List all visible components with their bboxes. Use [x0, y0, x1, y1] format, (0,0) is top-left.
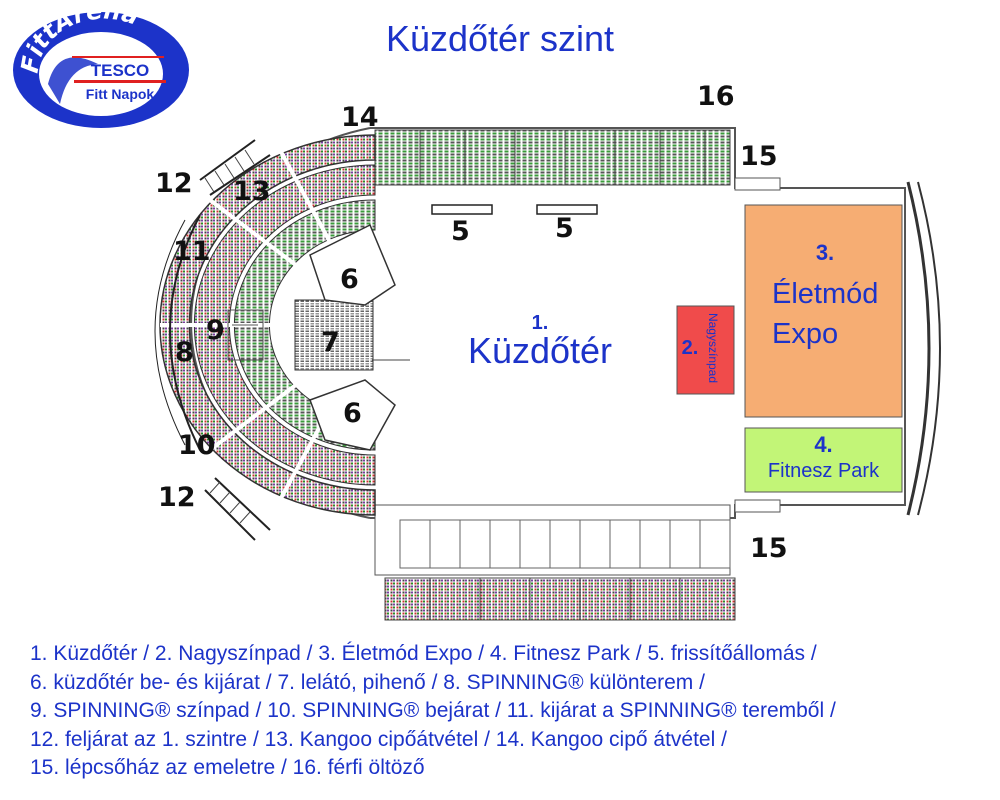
legend-line: 15. lépcsőház az emeletre / 16. férfi öl…: [30, 756, 425, 779]
marker-6-upper: 6: [340, 264, 359, 295]
fittarena-logo: FittAréna TESCO Fitt Napok: [13, 4, 189, 128]
zone-3-line2: Expo: [772, 318, 839, 350]
zone-2-name: Nagyszínpad: [706, 312, 720, 384]
legend: 1. Küzdőtér / 2. Nagyszínpad / 3. Életmó…: [30, 640, 990, 783]
marker-9: 9: [206, 315, 225, 346]
marker-10: 10: [178, 430, 216, 461]
marker-16: 16: [697, 81, 735, 112]
logo-sub: Fitt Napok: [86, 86, 155, 102]
marker-12-lower: 12: [158, 482, 196, 513]
marker-15-upper: 15: [740, 141, 778, 172]
legend-line: 6. küzdőtér be- és kijárat / 7. lelátó, …: [30, 670, 705, 694]
zone-4-number: 4.: [814, 432, 833, 457]
page-title: Küzdőtér szint: [385, 18, 615, 59]
marker-14: 14: [341, 102, 379, 133]
marker-15-lower: 15: [750, 533, 788, 564]
legend-line: 12. feljárat az 1. szintre / 13. Kangoo …: [30, 727, 727, 751]
zone-expo-area: [744, 204, 903, 418]
marker-11: 11: [173, 236, 211, 267]
legend-line: 1. Küzdőtér / 2. Nagyszínpad / 3. Életmó…: [30, 642, 817, 665]
zone-2-number: 2.: [681, 337, 699, 359]
zone-stage-area: [676, 305, 735, 395]
marker-7: 7: [321, 327, 340, 358]
marker-6-lower: 6: [343, 398, 362, 429]
marker-8: 8: [175, 337, 194, 368]
zone-1-number: 1.: [531, 312, 549, 334]
zone-fitness-area: [744, 427, 903, 493]
marker-5-right: 5: [555, 213, 574, 244]
logo-brand: TESCO: [91, 61, 150, 80]
zone-1-name: Küzdőtér: [467, 330, 613, 371]
marker-5-left: 5: [451, 216, 470, 247]
marker-13: 13: [233, 176, 271, 207]
zone-3-line1: Életmód: [772, 278, 879, 310]
arena-floor-plan: [154, 127, 941, 621]
legend-line: 9. SPINNING® színpad / 10. SPINNING® bej…: [30, 699, 836, 722]
zone-3-number: 3.: [815, 240, 835, 265]
zone-4-name: Fitnesz Park: [767, 460, 880, 482]
marker-12-upper: 12: [155, 168, 193, 199]
